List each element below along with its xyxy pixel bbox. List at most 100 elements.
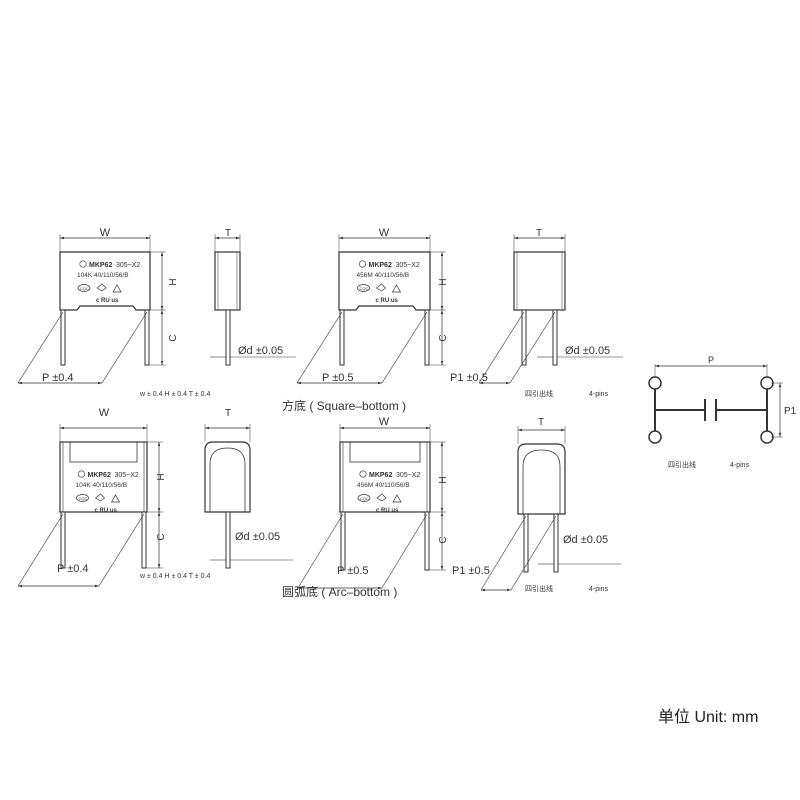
lead-wire	[553, 513, 559, 573]
dim-label-c: C	[156, 533, 167, 540]
marking-code: 104K 40/110/56/B	[77, 272, 129, 279]
marking-code: 456M 40/110/56/B	[357, 272, 410, 279]
dim-label-w: W	[379, 416, 390, 428]
dim-d-tolerance: Ød ±0.05	[235, 531, 280, 543]
four-pins-en: 4-pins	[589, 391, 609, 398]
capacitor-body-front	[338, 251, 431, 311]
lead-wire	[339, 309, 345, 366]
p-ext-line	[381, 311, 428, 384]
four-pins-cn: 四引出线	[525, 584, 553, 593]
dim-label-c: C	[168, 334, 179, 341]
lead-wire	[60, 511, 66, 569]
body-arc-edge	[209, 447, 246, 512]
lead-wire	[424, 511, 430, 571]
enec-cert-icon	[375, 283, 387, 292]
pin-circle-icon	[648, 376, 662, 390]
marking-brand: MKP62	[369, 472, 392, 479]
dim-label-h: H	[438, 278, 449, 285]
dim-label-w: W	[100, 227, 111, 239]
dim-label-w: W	[379, 227, 390, 239]
marking-rating: 305~X2	[115, 472, 139, 479]
dim-p-tolerance: P ±0.5	[322, 372, 354, 384]
lead-wire	[141, 511, 147, 569]
brand-logo-icon	[358, 260, 366, 268]
lead-wire	[424, 309, 430, 366]
p-ext-line	[381, 513, 428, 589]
lead-wire	[521, 309, 527, 366]
cqc-cert-icon	[76, 494, 89, 502]
four-pins-en: 4-pins	[589, 586, 609, 593]
p1-ext-line	[510, 515, 557, 591]
dim-label-c: C	[438, 536, 449, 543]
dim-label-h: H	[438, 476, 449, 483]
p1-ext-line	[509, 311, 556, 384]
marking-brand: MKP62	[88, 472, 111, 479]
capacitor-body-front	[59, 441, 148, 513]
p-ext-line	[101, 311, 148, 384]
four-pins-en: 4-pins	[730, 462, 750, 469]
caption-square-bottom: 方底 ( Square–bottom )	[282, 398, 406, 413]
dim-p1-tolerance: P1 ±0.5	[452, 565, 490, 577]
lead-wire	[340, 511, 346, 571]
body-top-cap	[349, 441, 421, 463]
marking-code: 456M 40/110/56/B	[357, 482, 410, 489]
body-top-cap	[69, 441, 138, 463]
p-ext-line	[296, 311, 343, 384]
dim-label-w: W	[99, 407, 110, 419]
marking-rating: 305~X2	[116, 262, 140, 269]
marking-cqc: CQC	[79, 496, 88, 501]
four-pins-cn: 四引出线	[525, 389, 553, 398]
p1-ext-line	[480, 515, 527, 591]
brand-logo-icon	[79, 260, 87, 268]
ul-cert-icon: c RU us	[95, 508, 118, 514]
ul-cert-icon: c RU us	[96, 298, 119, 304]
enec-cert-icon	[376, 493, 387, 502]
p-ext-line	[17, 311, 64, 384]
cqc-cert-icon	[357, 494, 371, 502]
dim-label-h: H	[168, 278, 179, 285]
tolerance-note: w ± 0.4 H ± 0.4 T ± 0.4	[139, 391, 211, 398]
enec-cert-icon	[96, 283, 107, 292]
dim-label-t: T	[225, 408, 231, 419]
dim-label-c: C	[438, 334, 449, 341]
dim-p-tolerance: P ±0.4	[42, 372, 74, 384]
lead-wire	[60, 309, 66, 366]
p-ext-line	[297, 513, 344, 589]
vde-cert-icon	[112, 284, 122, 293]
four-pins-cn: 四引出线	[668, 460, 696, 469]
capacitor-body-side	[517, 443, 566, 515]
marking-rating: 305~X2	[396, 472, 420, 479]
dim-label-t: T	[538, 417, 544, 428]
lead-wire	[225, 309, 231, 366]
capacitor-body-front	[59, 251, 151, 311]
dim-p1-tolerance: P1 ±0.5	[450, 372, 488, 384]
vde-cert-icon	[110, 494, 121, 503]
lead-wire	[225, 511, 231, 569]
marking-cqc: CQC	[80, 286, 89, 291]
lead-wire	[523, 513, 529, 573]
dim-d-tolerance: Ød ±0.05	[565, 345, 610, 357]
marking-cqc: CQC	[360, 286, 369, 291]
dim-label-t: T	[225, 228, 231, 239]
schematic-label-p1: P1	[784, 406, 797, 417]
vde-cert-icon	[392, 494, 402, 503]
p-ext-line	[98, 513, 145, 587]
marking-code: 104K 40/110/56/B	[76, 482, 128, 489]
vde-cert-icon	[391, 284, 402, 293]
pin-circle-icon	[648, 430, 662, 444]
marking-brand: MKP62	[89, 262, 112, 269]
dim-label-t: T	[536, 228, 542, 239]
capacitor-body-side	[204, 441, 251, 513]
dim-d-tolerance: Ød ±0.05	[563, 534, 608, 546]
brand-logo-icon	[78, 470, 86, 478]
marking-cqc: CQC	[360, 496, 369, 501]
brand-logo-icon	[359, 470, 367, 478]
dim-label-h: H	[156, 473, 167, 480]
capacitor-body-side	[214, 251, 241, 311]
marking-brand: MKP62	[369, 262, 392, 269]
lead-wire	[552, 309, 558, 366]
ul-cert-icon: c RU us	[376, 508, 399, 514]
lead-wire	[144, 309, 150, 366]
dim-p-tolerance: P ±0.5	[337, 565, 369, 577]
